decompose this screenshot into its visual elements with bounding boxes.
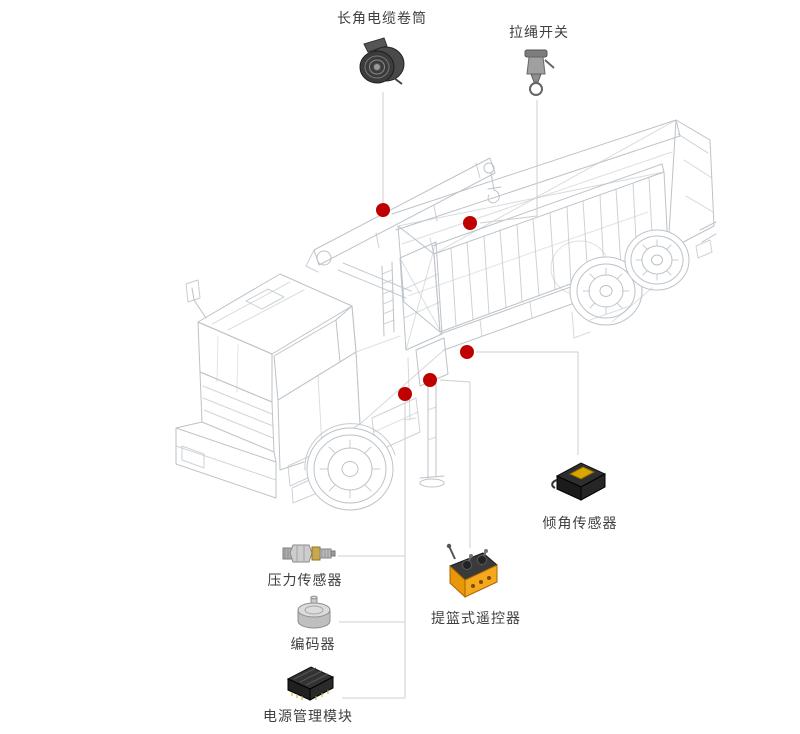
connector-pull-switch bbox=[479, 100, 538, 224]
label-tilt-sensor: 倾角传感器 bbox=[542, 516, 618, 532]
pull-rope-switch-icon bbox=[524, 49, 555, 96]
tilt-sensor-icon bbox=[551, 462, 607, 501]
sensor-marker-crane-base-lower bbox=[398, 387, 412, 401]
connector-power-module bbox=[342, 400, 406, 699]
label-pressure-sensor: 压力传感器 bbox=[267, 573, 343, 589]
sensor-marker-boom-tip bbox=[463, 216, 477, 230]
label-encoder: 编码器 bbox=[290, 637, 336, 653]
connector-tilt-sensor bbox=[476, 351, 579, 455]
label-power-module: 电源管理模块 bbox=[263, 709, 353, 725]
sensor-marker-crane-base-upper bbox=[423, 373, 437, 387]
cable-reel-icon bbox=[359, 37, 405, 85]
sensor-marker-boom-reel bbox=[376, 203, 390, 217]
connector-remote bbox=[439, 379, 471, 548]
power-management-module-icon bbox=[286, 666, 335, 701]
pressure-sensor-icon bbox=[282, 544, 336, 563]
label-remote-control: 提篮式遥控器 bbox=[431, 611, 521, 627]
label-pull-switch: 拉绳开关 bbox=[509, 25, 569, 41]
callout-connector-lines bbox=[338, 92, 579, 699]
label-cable-reel: 长角电缆卷筒 bbox=[337, 11, 427, 27]
encoder-icon bbox=[297, 595, 331, 629]
remote-control-icon bbox=[446, 543, 498, 599]
truck-wireframe-illustration bbox=[175, 119, 717, 511]
sensor-location-markers bbox=[376, 203, 477, 401]
sensor-marker-trailer-side bbox=[460, 345, 474, 359]
